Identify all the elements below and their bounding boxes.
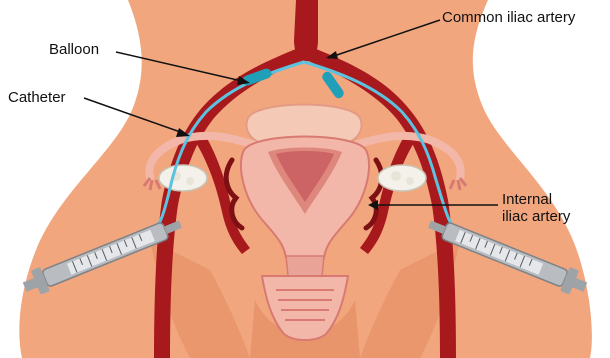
cervix xyxy=(286,256,324,276)
balloon-label: Balloon xyxy=(49,41,99,58)
internal-iliac-artery-label: Internal iliac artery xyxy=(502,191,570,225)
common-iliac-artery-label: Common iliac artery xyxy=(442,9,575,26)
catheter-label: Catheter xyxy=(8,89,66,106)
left-ovary xyxy=(159,165,207,191)
right-ovary xyxy=(378,165,426,191)
right-ovary-follicle-2 xyxy=(406,177,414,185)
internal-iliac-artery-label-line1: Internal xyxy=(502,191,570,208)
internal-iliac-artery-label-line2: iliac artery xyxy=(502,208,570,225)
left-ovary-follicle-2 xyxy=(186,177,194,185)
right-ovary-follicle xyxy=(391,171,401,181)
